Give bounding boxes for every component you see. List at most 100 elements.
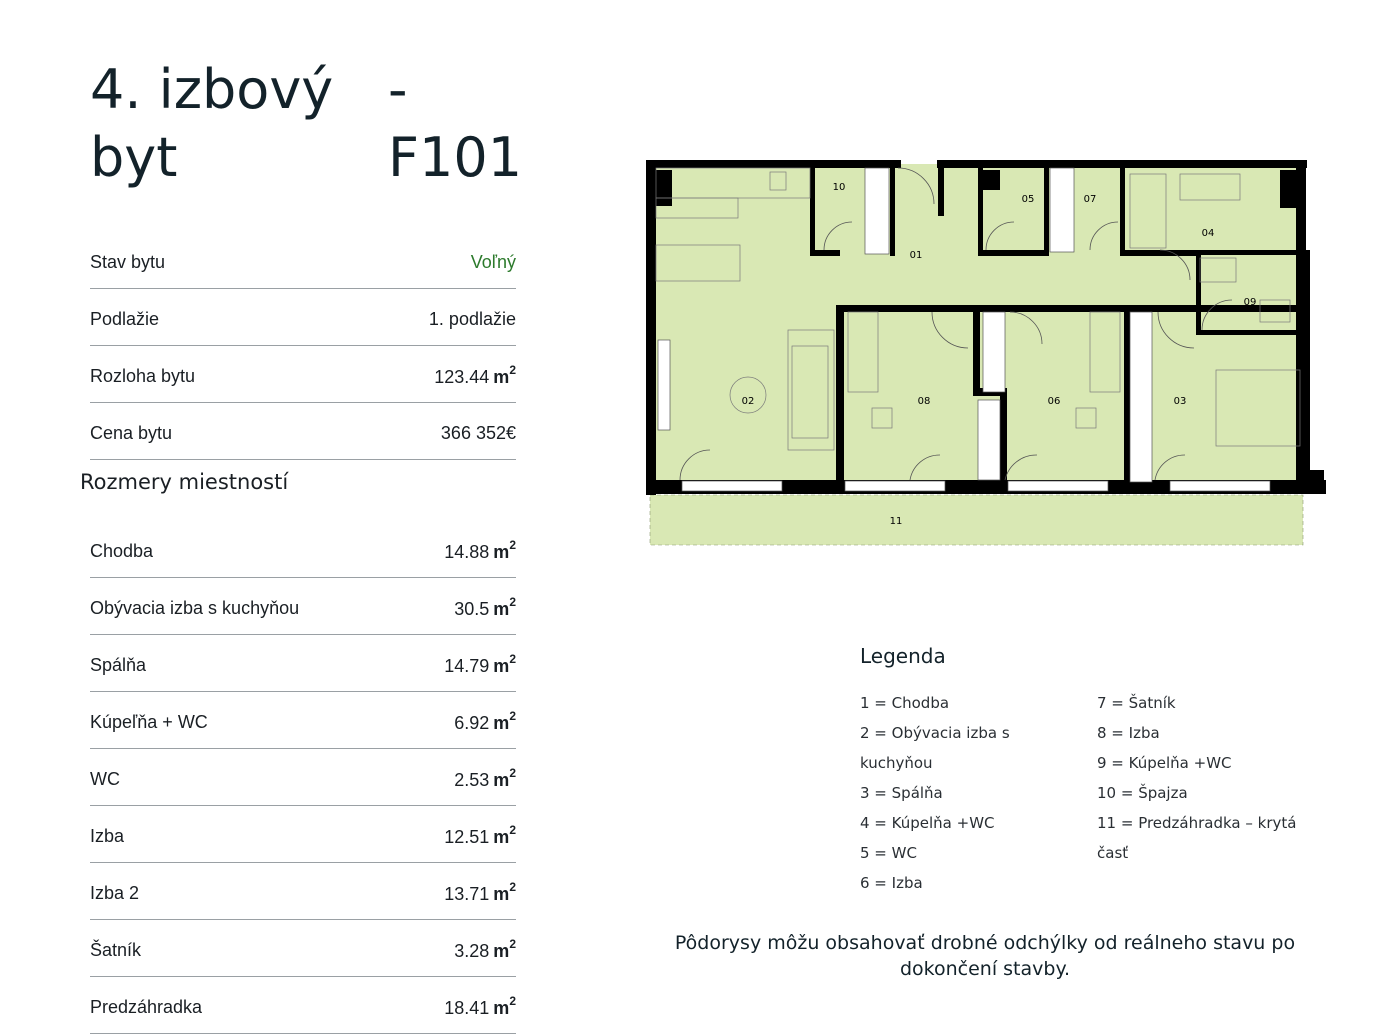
unit-text: m <box>493 883 510 904</box>
legend-item: 10 = Špajza <box>1097 784 1188 802</box>
plan-label: 05 <box>1022 194 1035 205</box>
unit-sup: 2 <box>509 936 516 951</box>
info-value: 366 352€ <box>440 422 516 443</box>
legend-column-1: 1 = Chodba 2 = Obývacia izba s kuchyňou … <box>860 688 1060 898</box>
plan-label: 08 <box>918 396 931 407</box>
legend-item: 6 = Izba <box>860 874 923 892</box>
legend-item: 8 = Izba <box>1097 724 1160 742</box>
room-label: WC <box>90 768 120 789</box>
legend-item: 9 = Kúpelňa +WC <box>1097 754 1232 772</box>
room-label: Kúpeľňa + WC <box>90 711 208 732</box>
title-line-1: 4. izbový <box>90 58 334 121</box>
legend-column-2: 7 = Šatník 8 = Izba 9 = Kúpelňa +WC 10 =… <box>1097 688 1317 868</box>
plan-walls <box>646 160 1326 495</box>
area-unit: m2 <box>493 709 516 733</box>
legend-item: časť <box>1097 844 1129 862</box>
unit-sup: 2 <box>509 651 516 666</box>
apartment-info-table: Stav bytu Voľný Podlažie 1. podlažie Roz… <box>90 232 516 460</box>
area-unit: m2 <box>493 937 516 961</box>
disclaimer: Pôdorysy môžu obsahovať drobné odchýlky … <box>674 932 1296 980</box>
title-line-2: byt <box>90 126 178 189</box>
info-label: Rozloha bytu <box>90 365 196 386</box>
area-unit: m2 <box>493 823 516 847</box>
unit-text: m <box>493 940 510 961</box>
info-row-status: Stav bytu Voľný <box>90 232 516 289</box>
room-label: Šatník <box>90 939 142 960</box>
unit-sup: 2 <box>509 879 516 894</box>
plan-label: 03 <box>1174 396 1187 407</box>
title-dash: - <box>388 58 408 121</box>
unit-sup: 2 <box>509 537 516 552</box>
room-value: 3.28 <box>454 940 490 961</box>
legend-item: kuchyňou <box>860 754 933 772</box>
info-row-floor: Podlažie 1. podlažie <box>90 289 516 346</box>
room-value: 14.88 <box>444 541 490 562</box>
area-unit: m2 <box>493 880 516 904</box>
unit-sup: 2 <box>509 708 516 723</box>
plan-furniture <box>655 167 1301 451</box>
unit-sup: 2 <box>509 594 516 609</box>
plan-label: 09 <box>1244 297 1257 308</box>
unit-sup: 2 <box>509 822 516 837</box>
unit-text: m <box>493 598 510 619</box>
plan-label: 01 <box>910 250 923 261</box>
legend-item: 3 = Spálňa <box>860 784 943 802</box>
info-row-price: Cena bytu 366 352€ <box>90 403 516 460</box>
floor-plan: 01 02 03 04 05 06 07 08 09 10 11 <box>646 160 1326 546</box>
area-unit: m2 <box>493 538 516 562</box>
legend-item: 1 = Chodba <box>860 694 950 712</box>
unit-text: m <box>493 712 510 733</box>
room-label: Predzáhradka <box>90 996 203 1017</box>
area-unit: m2 <box>493 994 516 1018</box>
unit-text: m <box>493 655 510 676</box>
plan-doors <box>679 167 1233 481</box>
room-value: 30.5 <box>454 598 490 619</box>
room-value: 14.79 <box>444 655 490 676</box>
plan-label: 02 <box>742 396 755 407</box>
info-label: Cena bytu <box>90 422 173 443</box>
area-unit: m2 <box>493 363 516 387</box>
plan-windows <box>657 339 1271 492</box>
room-value: 13.71 <box>444 883 490 904</box>
room-label: Izba 2 <box>90 882 140 903</box>
unit-text: m <box>493 541 510 562</box>
unit-sup: 2 <box>509 765 516 780</box>
info-label: Stav bytu <box>90 251 166 272</box>
unit-text: m <box>493 769 510 790</box>
info-label: Podlažie <box>90 308 160 329</box>
area-unit: m2 <box>493 652 516 676</box>
status-badge: Voľný <box>470 251 516 272</box>
plan-label: 10 <box>833 182 846 193</box>
legend-item: 4 = Kúpelňa +WC <box>860 814 995 832</box>
plan-label: 07 <box>1084 194 1097 205</box>
room-label: Chodba <box>90 540 154 561</box>
room-value: 18.41 <box>444 997 490 1018</box>
apartment-code: F101 <box>388 126 523 189</box>
unit-sup: 2 <box>509 362 516 377</box>
unit-text: m <box>493 997 510 1018</box>
plan-label: 11 <box>890 516 903 527</box>
unit-sup: 2 <box>509 993 516 1008</box>
area-unit: m2 <box>493 595 516 619</box>
legend-item: 7 = Šatník <box>1097 694 1176 712</box>
plan-wardrobes <box>864 167 1153 483</box>
